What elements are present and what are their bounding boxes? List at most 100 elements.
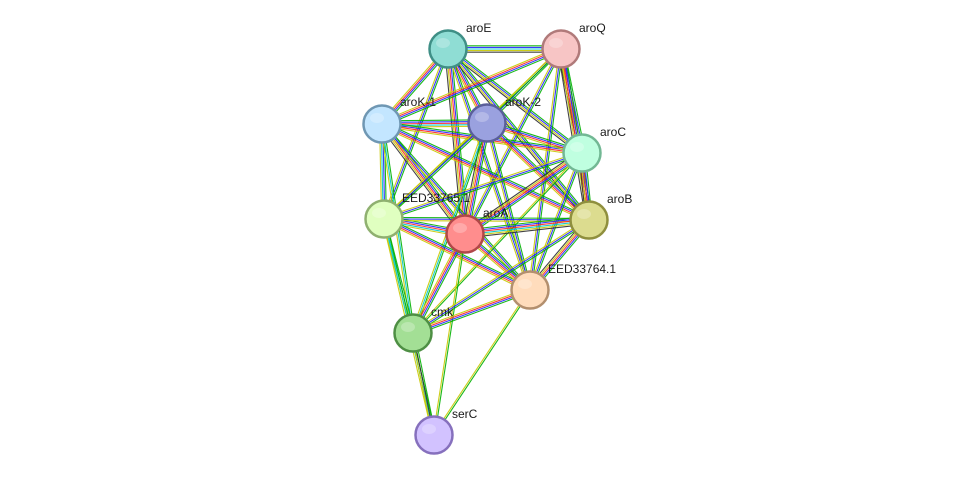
edge-line [432,233,465,435]
edge-line [466,155,585,238]
node-aroK-2[interactable] [467,103,507,143]
node-aroA[interactable] [445,214,485,254]
edge-aroK-2-EED33765[interactable] [382,121,489,221]
node-highlight [372,208,386,218]
node-EED33764[interactable] [510,270,550,310]
edge-line [382,50,563,127]
node-circle[interactable] [393,313,433,353]
node-highlight [422,424,436,434]
edge-line [382,122,590,220]
edge-line [487,122,590,220]
node-aroC[interactable] [562,133,602,173]
edge-line [449,46,584,152]
node-aroQ[interactable] [541,29,581,69]
node-highlight [453,223,467,233]
node-label-aroK-1: aroK-1 [400,95,436,109]
edge-line [432,289,530,435]
edge-aroA-serC[interactable] [432,233,467,436]
node-highlight [370,113,384,123]
edge-line [447,48,466,235]
node-label-aroQ: aroQ [579,21,606,35]
edge-line [380,46,561,123]
edge-aroK-2-aroB[interactable] [484,120,592,223]
edge-line [383,122,488,220]
edge-line [383,48,449,220]
edge-line [384,216,590,219]
node-circle[interactable] [510,270,550,310]
node-label-aroE: aroE [466,21,491,35]
node-highlight [518,279,532,289]
node-label-EED33765: EED33765.1 [402,191,470,205]
edge-line [486,123,589,221]
node-label-aroK-2: aroK-2 [505,95,541,109]
edge-aroK-1-aroB[interactable] [380,121,591,223]
edge-line [447,49,582,155]
edge-aroA-aroB[interactable] [464,215,590,239]
edge-line [531,49,564,291]
node-circle[interactable] [541,29,581,69]
node-highlight [549,38,563,48]
edge-line [484,124,588,223]
edge-line [381,124,589,222]
edge-line [382,121,591,219]
edge-line [412,152,582,333]
edge-line [412,288,530,333]
node-circle[interactable] [562,133,602,173]
edge-line [382,49,562,126]
node-EED33765[interactable] [364,199,404,239]
edge-EED33764-serC[interactable] [432,289,532,436]
edge-line [465,221,590,237]
edge-line [413,291,532,336]
node-aroE[interactable] [428,29,468,69]
node-circle[interactable] [445,214,485,254]
node-circle[interactable] [467,103,507,143]
node-circle[interactable] [364,199,404,239]
node-aroK-1[interactable] [362,104,402,144]
node-circle[interactable] [414,415,454,455]
node-label-aroA: aroA [483,206,508,220]
node-cmk[interactable] [393,313,433,353]
edge-line [450,48,469,234]
edge-aroB-cmk[interactable] [411,218,591,335]
edge-line [384,49,451,220]
edge-line [464,217,589,233]
edge-aroC-cmk[interactable] [412,152,583,334]
node-aroB[interactable] [569,200,609,240]
edge-line [383,150,582,219]
edge-line [380,124,465,236]
edge-aroQ-EED33764[interactable] [527,48,564,291]
edge-aroQ-aroK-1[interactable] [380,46,563,127]
edge-line [464,152,583,235]
node-circle[interactable] [362,104,402,144]
edge-line [411,287,530,332]
edge-line [530,153,585,291]
node-serC[interactable] [414,415,454,455]
node-highlight [577,209,591,219]
edge-aroE-aroC[interactable] [446,46,584,156]
edge-line [464,48,562,235]
edge-line [380,125,589,223]
edge-line [464,218,589,234]
edge-line [411,218,589,333]
edge-line [527,48,560,290]
node-highlight [475,112,489,122]
edge-line [529,48,562,291]
edge-line [464,215,589,231]
edge-line [488,120,592,219]
edge-line [449,48,468,234]
edge-line [413,290,531,335]
edge-aroC-EED33765[interactable] [383,150,583,222]
edge-line [383,152,583,220]
node-label-cmk: cmk [431,305,454,319]
node-circle[interactable] [428,29,468,69]
node-highlight [570,142,584,152]
edge-EED33764-cmk[interactable] [411,287,532,336]
edge-line [412,219,590,334]
edge-line [465,153,584,236]
edge-line [446,50,581,156]
edge-line [384,123,489,221]
edge-line [434,234,467,436]
node-circle[interactable] [569,200,609,240]
